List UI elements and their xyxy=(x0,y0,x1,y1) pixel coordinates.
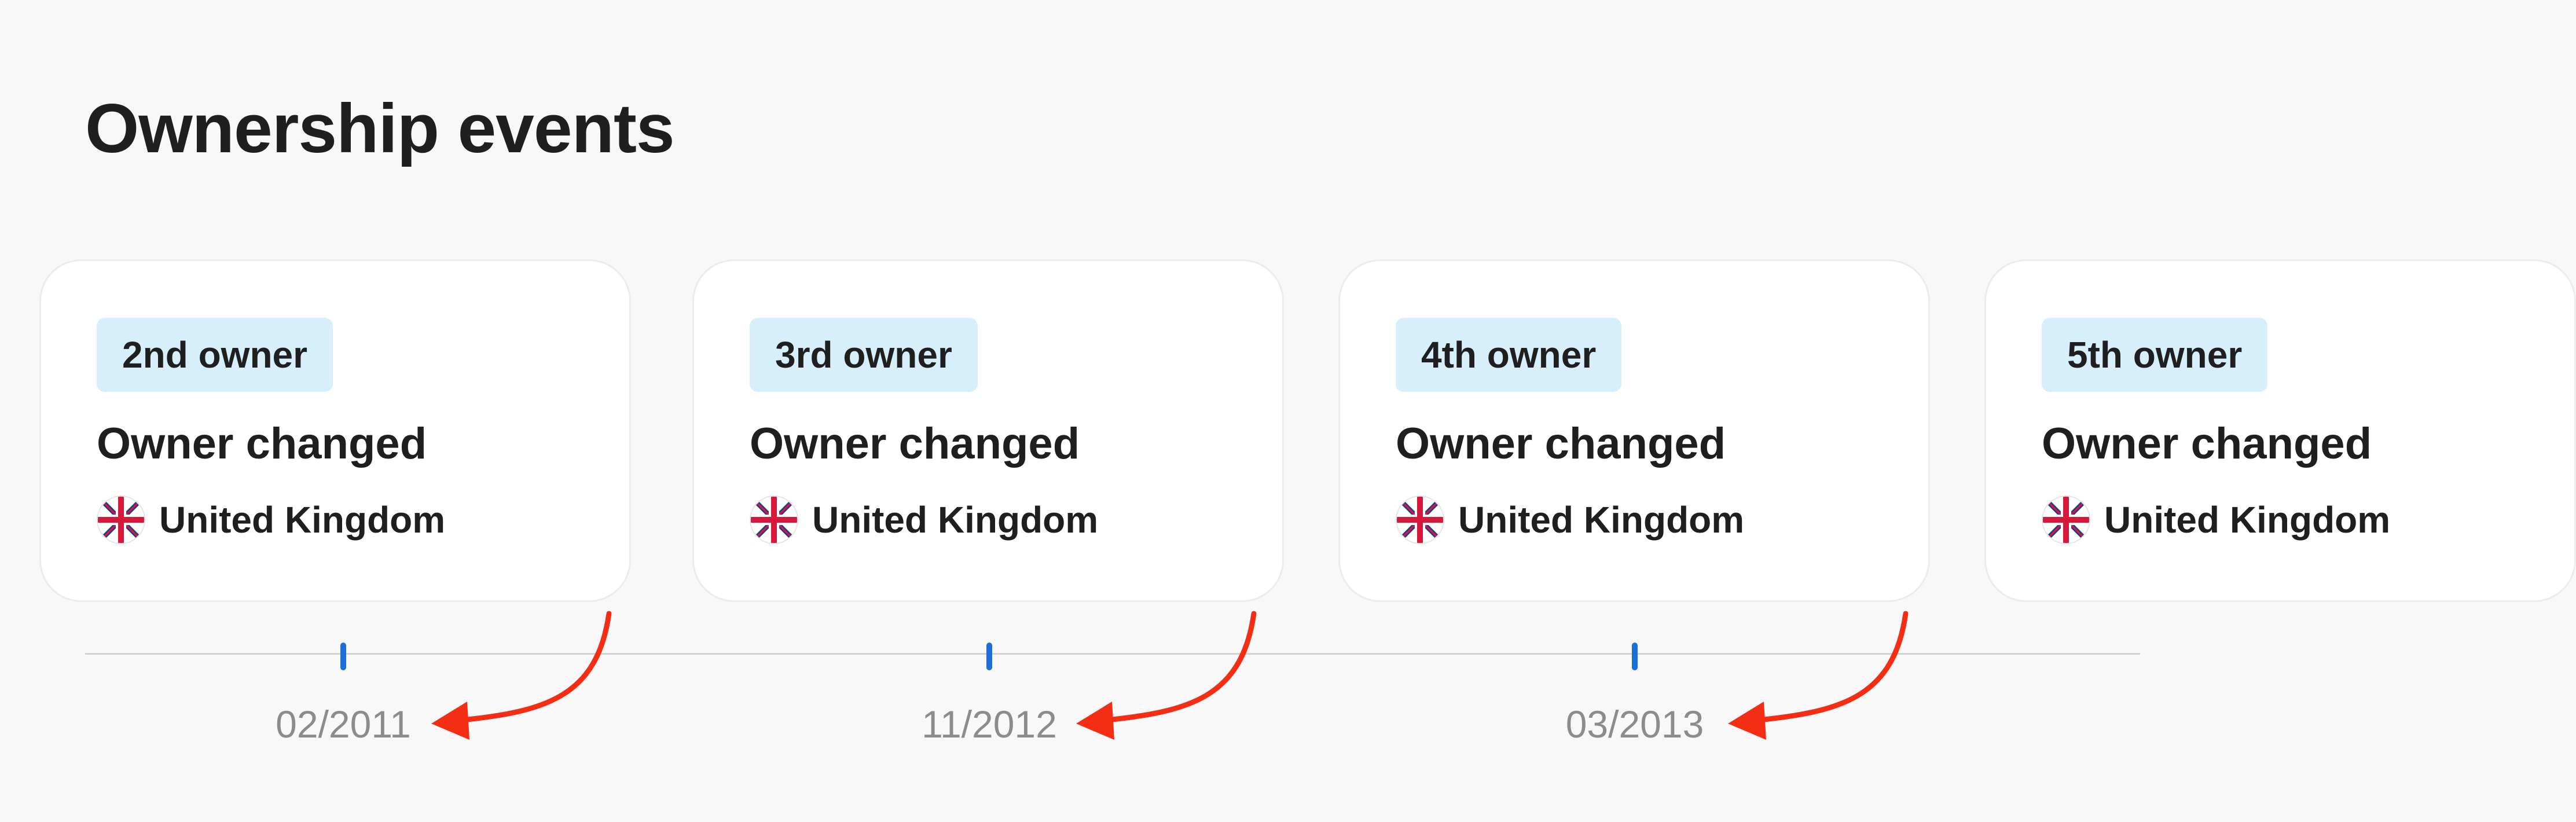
annotation-arrow-icon xyxy=(1076,611,1257,740)
country-row: United Kingdom xyxy=(97,496,445,544)
ownership-events-page: Ownership events 2nd owner Owner changed xyxy=(39,90,2576,822)
country-name: United Kingdom xyxy=(812,499,1099,541)
event-title: Owner changed xyxy=(2042,419,2372,468)
owner-badge: 3rd owner xyxy=(750,318,978,392)
uk-flag-icon xyxy=(750,496,798,544)
ownership-timeline-carousel[interactable]: 2nd owner Owner changed Un xyxy=(39,255,2576,822)
timeline-axis xyxy=(85,653,2140,655)
annotation-arrow-icon xyxy=(431,611,612,740)
page-title: Ownership events xyxy=(85,90,675,167)
event-title: Owner changed xyxy=(750,419,1080,468)
owner-badge: 2nd owner xyxy=(97,318,333,392)
country-name: United Kingdom xyxy=(159,499,446,541)
country-name: United Kingdom xyxy=(1458,499,1745,541)
uk-flag-icon xyxy=(1396,496,1444,544)
timeline-tick xyxy=(986,643,992,670)
country-row: United Kingdom xyxy=(2042,496,2390,544)
event-date: 11/2012 xyxy=(922,703,1057,746)
annotation-arrow-icon xyxy=(1728,611,1909,740)
country-row: United Kingdom xyxy=(1396,496,1744,544)
country-name: United Kingdom xyxy=(2104,499,2391,541)
event-card[interactable]: 2nd owner Owner changed Un xyxy=(39,259,631,602)
event-title: Owner changed xyxy=(1396,419,1726,468)
event-date: 02/2011 xyxy=(276,703,411,746)
country-row: United Kingdom xyxy=(750,496,1098,544)
timeline-tick xyxy=(1632,643,1638,670)
event-card[interactable]: 4th owner Owner changed Un xyxy=(1338,259,1930,602)
event-card[interactable]: 5th owner Owner changed Un xyxy=(1984,259,2576,602)
event-title: Owner changed xyxy=(97,419,427,468)
owner-badge: 5th owner xyxy=(2042,318,2268,392)
timeline-tick xyxy=(340,643,346,670)
owner-badge: 4th owner xyxy=(1396,318,1622,392)
uk-flag-icon xyxy=(2042,496,2090,544)
event-card[interactable]: 3rd owner Owner changed Un xyxy=(692,259,1284,602)
event-date: 03/2013 xyxy=(1565,703,1704,746)
uk-flag-icon xyxy=(97,496,145,544)
